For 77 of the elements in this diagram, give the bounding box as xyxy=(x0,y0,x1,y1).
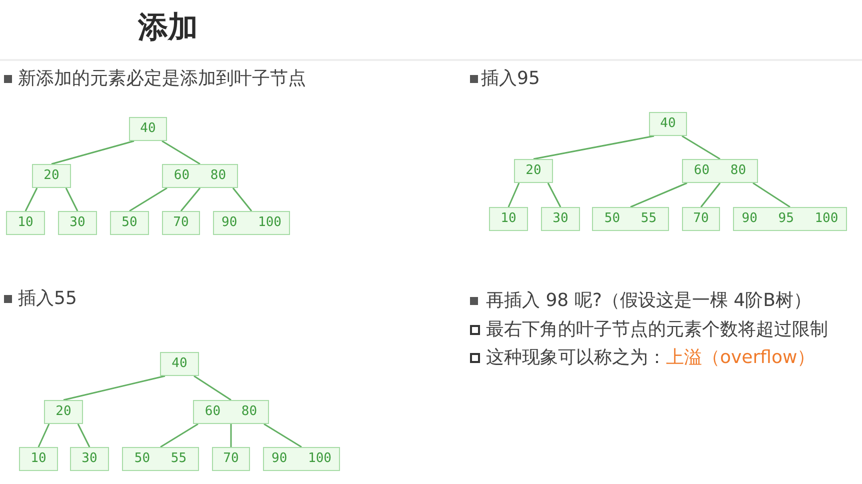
tree-edge xyxy=(630,182,688,208)
tree-edge xyxy=(63,375,166,401)
btree-node xyxy=(58,211,97,235)
node-keys: 30 xyxy=(82,451,98,467)
node-keys: 30 xyxy=(70,215,86,231)
btree-node xyxy=(514,159,553,183)
tree-edge xyxy=(752,182,790,208)
node-keys: 10 xyxy=(30,451,46,467)
node-keys: 60 80 xyxy=(694,163,746,179)
btree-node xyxy=(129,117,167,141)
tree-edge xyxy=(180,188,201,212)
node-keys: 50 55 xyxy=(134,451,187,467)
tree-edge xyxy=(232,188,252,212)
node-keys: 70 xyxy=(693,211,709,227)
btree-node xyxy=(6,211,45,235)
btree-node xyxy=(162,211,200,235)
btree-node xyxy=(122,447,199,471)
tree-edge xyxy=(700,182,721,208)
slide-title: 添加 xyxy=(138,9,198,47)
btree-node xyxy=(162,164,238,188)
tree-edge xyxy=(24,188,38,212)
node-keys: 60 80 xyxy=(204,404,258,420)
tree-edge xyxy=(194,375,232,401)
tree-edge xyxy=(533,135,654,160)
node-keys: 50 55 xyxy=(604,211,657,227)
node-keys: 70 xyxy=(223,451,239,467)
tree-edge xyxy=(264,423,302,448)
bullet-text: 最右下角的叶子节点的元素个数将超过限制 xyxy=(486,318,828,342)
tree-edge xyxy=(508,182,520,208)
node-keys: 40 xyxy=(140,121,156,137)
node-keys: 10 xyxy=(500,211,516,227)
btree-node xyxy=(489,207,528,231)
btree-node xyxy=(213,211,290,235)
btree-node xyxy=(733,207,847,231)
btree-node xyxy=(44,400,83,424)
tree-edge xyxy=(162,140,200,165)
tree-edge xyxy=(160,423,198,448)
node-keys: 90 100 xyxy=(222,215,282,231)
node-keys: 50 xyxy=(122,215,138,231)
btree-node xyxy=(592,207,669,231)
bullet-text: 这种现象可以称之为： xyxy=(486,346,666,370)
btree-node xyxy=(32,164,71,188)
node-keys: 90 100 xyxy=(272,451,332,467)
node-keys: 90 95 100 xyxy=(742,211,838,227)
btree-node xyxy=(160,352,199,376)
node-keys: 40 xyxy=(172,356,188,372)
btree-node xyxy=(682,207,720,231)
node-keys: 70 xyxy=(173,215,189,231)
tree-edge xyxy=(38,424,50,448)
tree-edge xyxy=(77,424,90,448)
btree-node xyxy=(541,207,580,231)
tree-edge xyxy=(129,187,168,212)
btree-node xyxy=(70,447,109,471)
bullet-text: 新添加的元素必定是添加到叶子节点 xyxy=(18,67,306,91)
btree-node xyxy=(193,400,269,424)
btree-node xyxy=(110,211,149,235)
btree-node xyxy=(649,112,687,136)
node-keys: 20 xyxy=(44,168,60,184)
bullet-text: 插入55 xyxy=(18,287,77,311)
tree-edge xyxy=(51,140,134,165)
btree-node xyxy=(19,447,58,471)
tree-edge xyxy=(547,182,562,208)
btree-node xyxy=(212,447,250,471)
node-keys: 10 xyxy=(18,215,34,231)
tree-edge xyxy=(682,135,720,160)
bullet-text: 插入95 xyxy=(481,67,540,91)
btree-node xyxy=(682,159,758,183)
bullet-text: 再插入 98 呢?（假设这是一棵 4阶B树） xyxy=(486,289,812,313)
node-keys: 20 xyxy=(56,404,72,420)
tree-edge xyxy=(230,424,232,447)
node-keys: 40 xyxy=(660,116,676,132)
node-keys: 60 80 xyxy=(174,168,226,184)
tree-edge xyxy=(65,188,78,212)
node-keys: 30 xyxy=(552,211,568,227)
node-keys: 20 xyxy=(526,163,542,179)
btree-node xyxy=(263,447,340,471)
highlighted-term: 上溢（overflow） xyxy=(666,346,816,370)
